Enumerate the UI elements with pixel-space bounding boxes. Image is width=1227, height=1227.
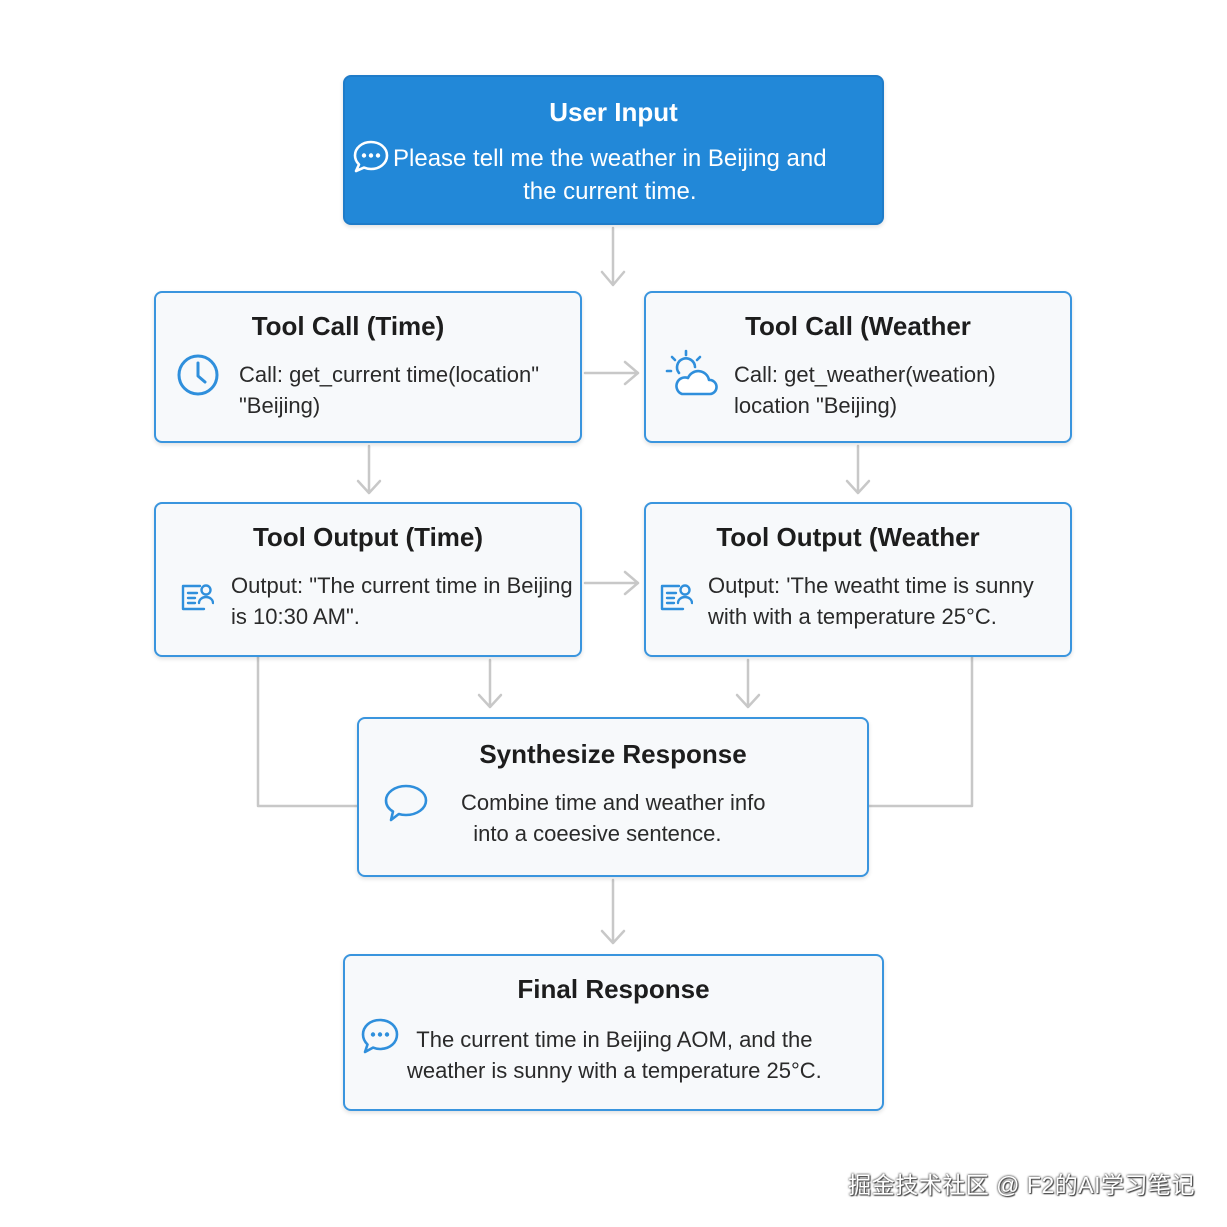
tool-call-weather-title: Tool Call (Weather [745, 311, 971, 341]
tool-call-time-title: Tool Call (Time) [251, 311, 445, 341]
synthesize-response-box: Synthesize Response Combine time and wea… [357, 717, 869, 877]
arrow-output-time-to-synth [477, 658, 503, 709]
tool-output-time-text: Output: "The current time in Beijing is … [231, 573, 573, 629]
tool-call-weather-text: Call: get_weather(weation) location "Bei… [734, 362, 996, 418]
user-input-title: User Input [549, 97, 678, 127]
final-response-box: Final Response The current time in Beiji… [343, 954, 884, 1111]
arrow-call-time-to-output-time [356, 444, 382, 495]
chat-bubble-icon [361, 1018, 399, 1054]
document-user-icon [660, 584, 693, 611]
final-response-title: Final Response [517, 974, 710, 1004]
clock-icon [177, 354, 219, 396]
tool-output-time-title: Tool Output (Time) [252, 522, 484, 552]
arrow-output-time-to-output-weather [583, 570, 640, 596]
arrow-user-to-tools [600, 226, 626, 287]
arrow-synth-to-final [600, 878, 626, 945]
arrow-call-weather-to-output-weather [845, 444, 871, 495]
sun-cloud-icon [665, 349, 718, 396]
user-input-text: Please tell me the weather in Beijing an… [393, 145, 827, 205]
arrow-call-time-to-call-weather [583, 360, 640, 386]
chat-bubble-icon [353, 140, 389, 173]
rail-right [867, 655, 974, 808]
tool-output-time-box: Tool Output (Time) Output: "The current … [154, 502, 582, 657]
user-input-box: User Input Please tell me the weather in… [343, 75, 884, 225]
tool-output-weather-text: Output: 'The weatht time is sunny with w… [708, 573, 1034, 629]
tool-call-time-text: Call: get_current time(location" "Beijin… [239, 362, 540, 418]
arrow-output-weather-to-synth [735, 658, 761, 709]
tool-output-weather-box: Tool Output (Weather Output: 'The weatht… [644, 502, 1072, 657]
watermark: 掘金技术社区 @ F2的AI学习笔记 [848, 1172, 1195, 1198]
synthesize-title: Synthesize Response [479, 739, 747, 769]
speech-bubble-icon [384, 784, 428, 822]
synthesize-text: Combine time and weather info into a coe… [461, 790, 766, 846]
final-response-text: The current time in Beijing AOM, and the… [407, 1027, 822, 1083]
tool-call-time-box: Tool Call (Time) Call: get_current time(… [154, 291, 582, 443]
tool-output-weather-title: Tool Output (Weather [716, 522, 980, 552]
rail-left [256, 655, 359, 808]
document-user-icon [181, 584, 214, 611]
tool-call-weather-box: Tool Call (Weather Call: get_weather(wea… [644, 291, 1072, 443]
